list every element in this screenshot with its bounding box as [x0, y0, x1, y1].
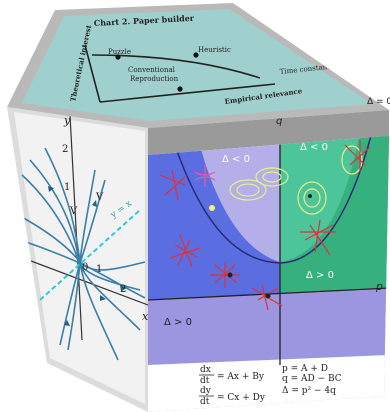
- axis-label-q: q: [276, 116, 282, 127]
- left-axis-x: x: [142, 310, 149, 323]
- top-point-heuristic: Heuristic: [198, 46, 231, 54]
- left-axis-y: y: [63, 114, 71, 127]
- point-puzzle: [115, 54, 121, 60]
- left-label-1: 1: [64, 182, 70, 193]
- top-delta-zero: Δ = 0: [367, 97, 390, 107]
- eq1-rhs: = Ax + By: [217, 372, 265, 382]
- top-face: Chart 2. Paper builder Puzzle Heuristic …: [7, 3, 390, 128]
- region-label-blue: Δ < 0: [222, 154, 250, 165]
- left-label-2: 2: [62, 144, 68, 155]
- point-conventional: [177, 86, 183, 92]
- top-point-reproduction: Reproduction: [130, 75, 179, 83]
- top-point-conventional: Conventional: [128, 66, 176, 74]
- def-delta: Δ = p² − 4q: [282, 386, 336, 396]
- left-label-2b: 2: [120, 284, 126, 295]
- region-label-lower-left: Δ > 0: [164, 317, 192, 328]
- def-p: p = A + D: [282, 364, 328, 374]
- eq1-num: dx: [200, 365, 211, 375]
- eq2-den: dt: [200, 397, 210, 407]
- top-point-puzzle: Puzzle: [108, 48, 131, 56]
- axis-label-p: p: [375, 280, 383, 293]
- point-heuristic: [193, 52, 199, 58]
- region-label-lower-right: Δ > 0: [306, 270, 334, 281]
- left-label-v2: V: [95, 192, 104, 203]
- eq2-rhs: = Cx + Dy: [217, 393, 266, 403]
- def-q: q = AD − BC: [282, 374, 342, 384]
- left-face: y x y = x 2 1 V V 1 2 0: [7, 107, 149, 412]
- eq2-num: dy: [200, 386, 212, 396]
- region-label-green: Δ < 0: [300, 142, 328, 153]
- left-label-1b: 1: [96, 264, 102, 275]
- front-face: Δ < 0 Δ < 0 Δ > 0 Δ > 0 p dx dt = Ax + B…: [148, 110, 389, 412]
- left-label-v1: V: [69, 206, 78, 217]
- left-label-origin: 0: [82, 262, 88, 273]
- eq1-den: dt: [200, 376, 210, 386]
